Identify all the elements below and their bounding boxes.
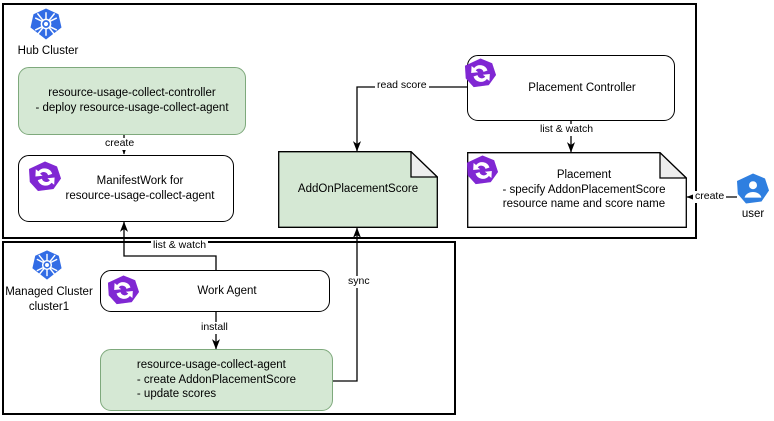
sync-icon (107, 274, 140, 307)
node-addonplacementscore-label: AddOnPlacementScore (297, 183, 419, 196)
edge-label-list-watch-work: list & watch (151, 239, 209, 252)
node-placement-label: Placement - specify AddonPlacementScore … (502, 168, 666, 211)
node-addonplacementscore[interactable]: AddOnPlacementScore (278, 151, 438, 228)
edge-label-sync: sync (346, 275, 372, 288)
edge-label-read-score: read score (375, 79, 429, 92)
node-manifestwork-label: ManifestWork for resource-usage-collect-… (65, 174, 215, 202)
edge-label-create: create (103, 137, 137, 150)
container-label-managed-cluster: Managed Cluster cluster1 (5, 286, 93, 313)
kubernetes-icon (31, 249, 63, 281)
edge-label-list-watch-placement: list & watch (538, 123, 596, 136)
node-work-agent-label: Work Agent (197, 284, 257, 297)
container-managed-cluster (2, 241, 456, 415)
node-collect-agent[interactable]: resource-usage-collect-agent - create Ad… (100, 349, 333, 411)
container-label-hub-cluster: Hub Cluster (17, 45, 79, 57)
user-icon[interactable] (736, 172, 770, 206)
note-shape (467, 152, 687, 228)
node-placement[interactable]: Placement - specify AddonPlacementScore … (467, 152, 687, 228)
sync-icon (464, 57, 497, 90)
node-placement-controller[interactable]: Placement Controller (467, 55, 675, 121)
node-placement-controller-label: Placement Controller (528, 81, 636, 94)
actor-label-user: user (741, 208, 765, 220)
node-collect-agent-label: resource-usage-collect-agent - create Ad… (136, 358, 297, 401)
kubernetes-icon (29, 7, 63, 41)
node-manifestwork[interactable]: ManifestWork for resource-usage-collect-… (18, 155, 234, 222)
edge-label-install: install (199, 321, 230, 334)
node-collect-controller-label: resource-usage-collect-controller - depl… (35, 87, 229, 114)
sync-icon (28, 160, 62, 194)
edge-label-user-create: create (693, 190, 727, 203)
node-collect-controller[interactable]: resource-usage-collect-controller - depl… (18, 67, 246, 135)
sync-icon (466, 154, 499, 187)
note-shape (278, 151, 438, 228)
